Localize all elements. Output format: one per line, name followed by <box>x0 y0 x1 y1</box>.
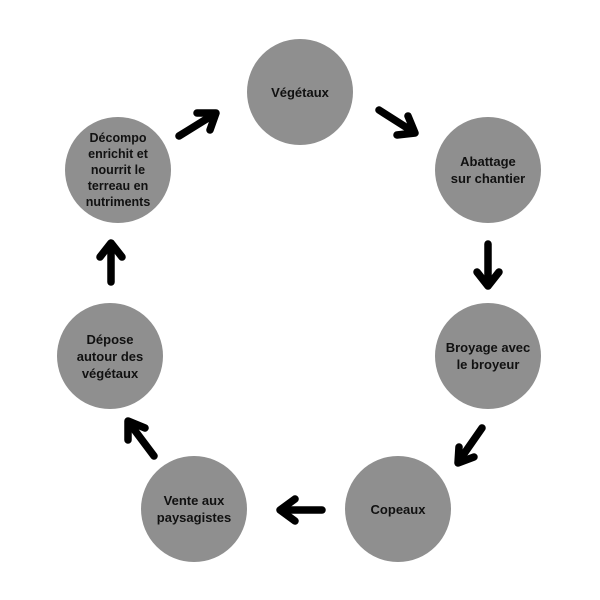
arrow-abattage-to-broyage <box>473 240 503 290</box>
node-depose: Dépose autour des végétaux <box>57 303 163 409</box>
node-label-depose: Dépose autour des végétaux <box>76 331 144 381</box>
arrow-copeaux-to-vente <box>276 495 326 525</box>
node-broyage: Broyage avec le broyeur <box>435 303 541 409</box>
arrow-decompo-to-vegetaux <box>175 109 220 140</box>
node-copeaux: Copeaux <box>345 456 451 562</box>
node-label-copeaux: Copeaux <box>370 501 426 517</box>
node-abattage: Abattage sur chantier <box>435 117 541 223</box>
node-vente: Vente aux paysagistes <box>141 456 247 562</box>
arrow-broyage-to-copeaux <box>454 424 486 467</box>
node-decompo: Décompo enrichit et nourrit le terreau e… <box>65 117 171 223</box>
arrow-depose-to-decompo <box>96 239 126 286</box>
node-label-broyage: Broyage avec le broyeur <box>445 340 531 372</box>
arrow-vegetaux-to-abattage <box>375 106 419 139</box>
node-label-decompo: Décompo enrichit et nourrit le terreau e… <box>85 131 151 209</box>
node-vegetaux: Végétaux <box>247 39 353 145</box>
arrow-vente-to-depose <box>124 417 158 460</box>
node-label-vegetaux: Végétaux <box>271 84 329 100</box>
node-label-abattage: Abattage sur chantier <box>450 154 526 186</box>
node-label-vente: Vente aux paysagistes <box>156 493 232 525</box>
